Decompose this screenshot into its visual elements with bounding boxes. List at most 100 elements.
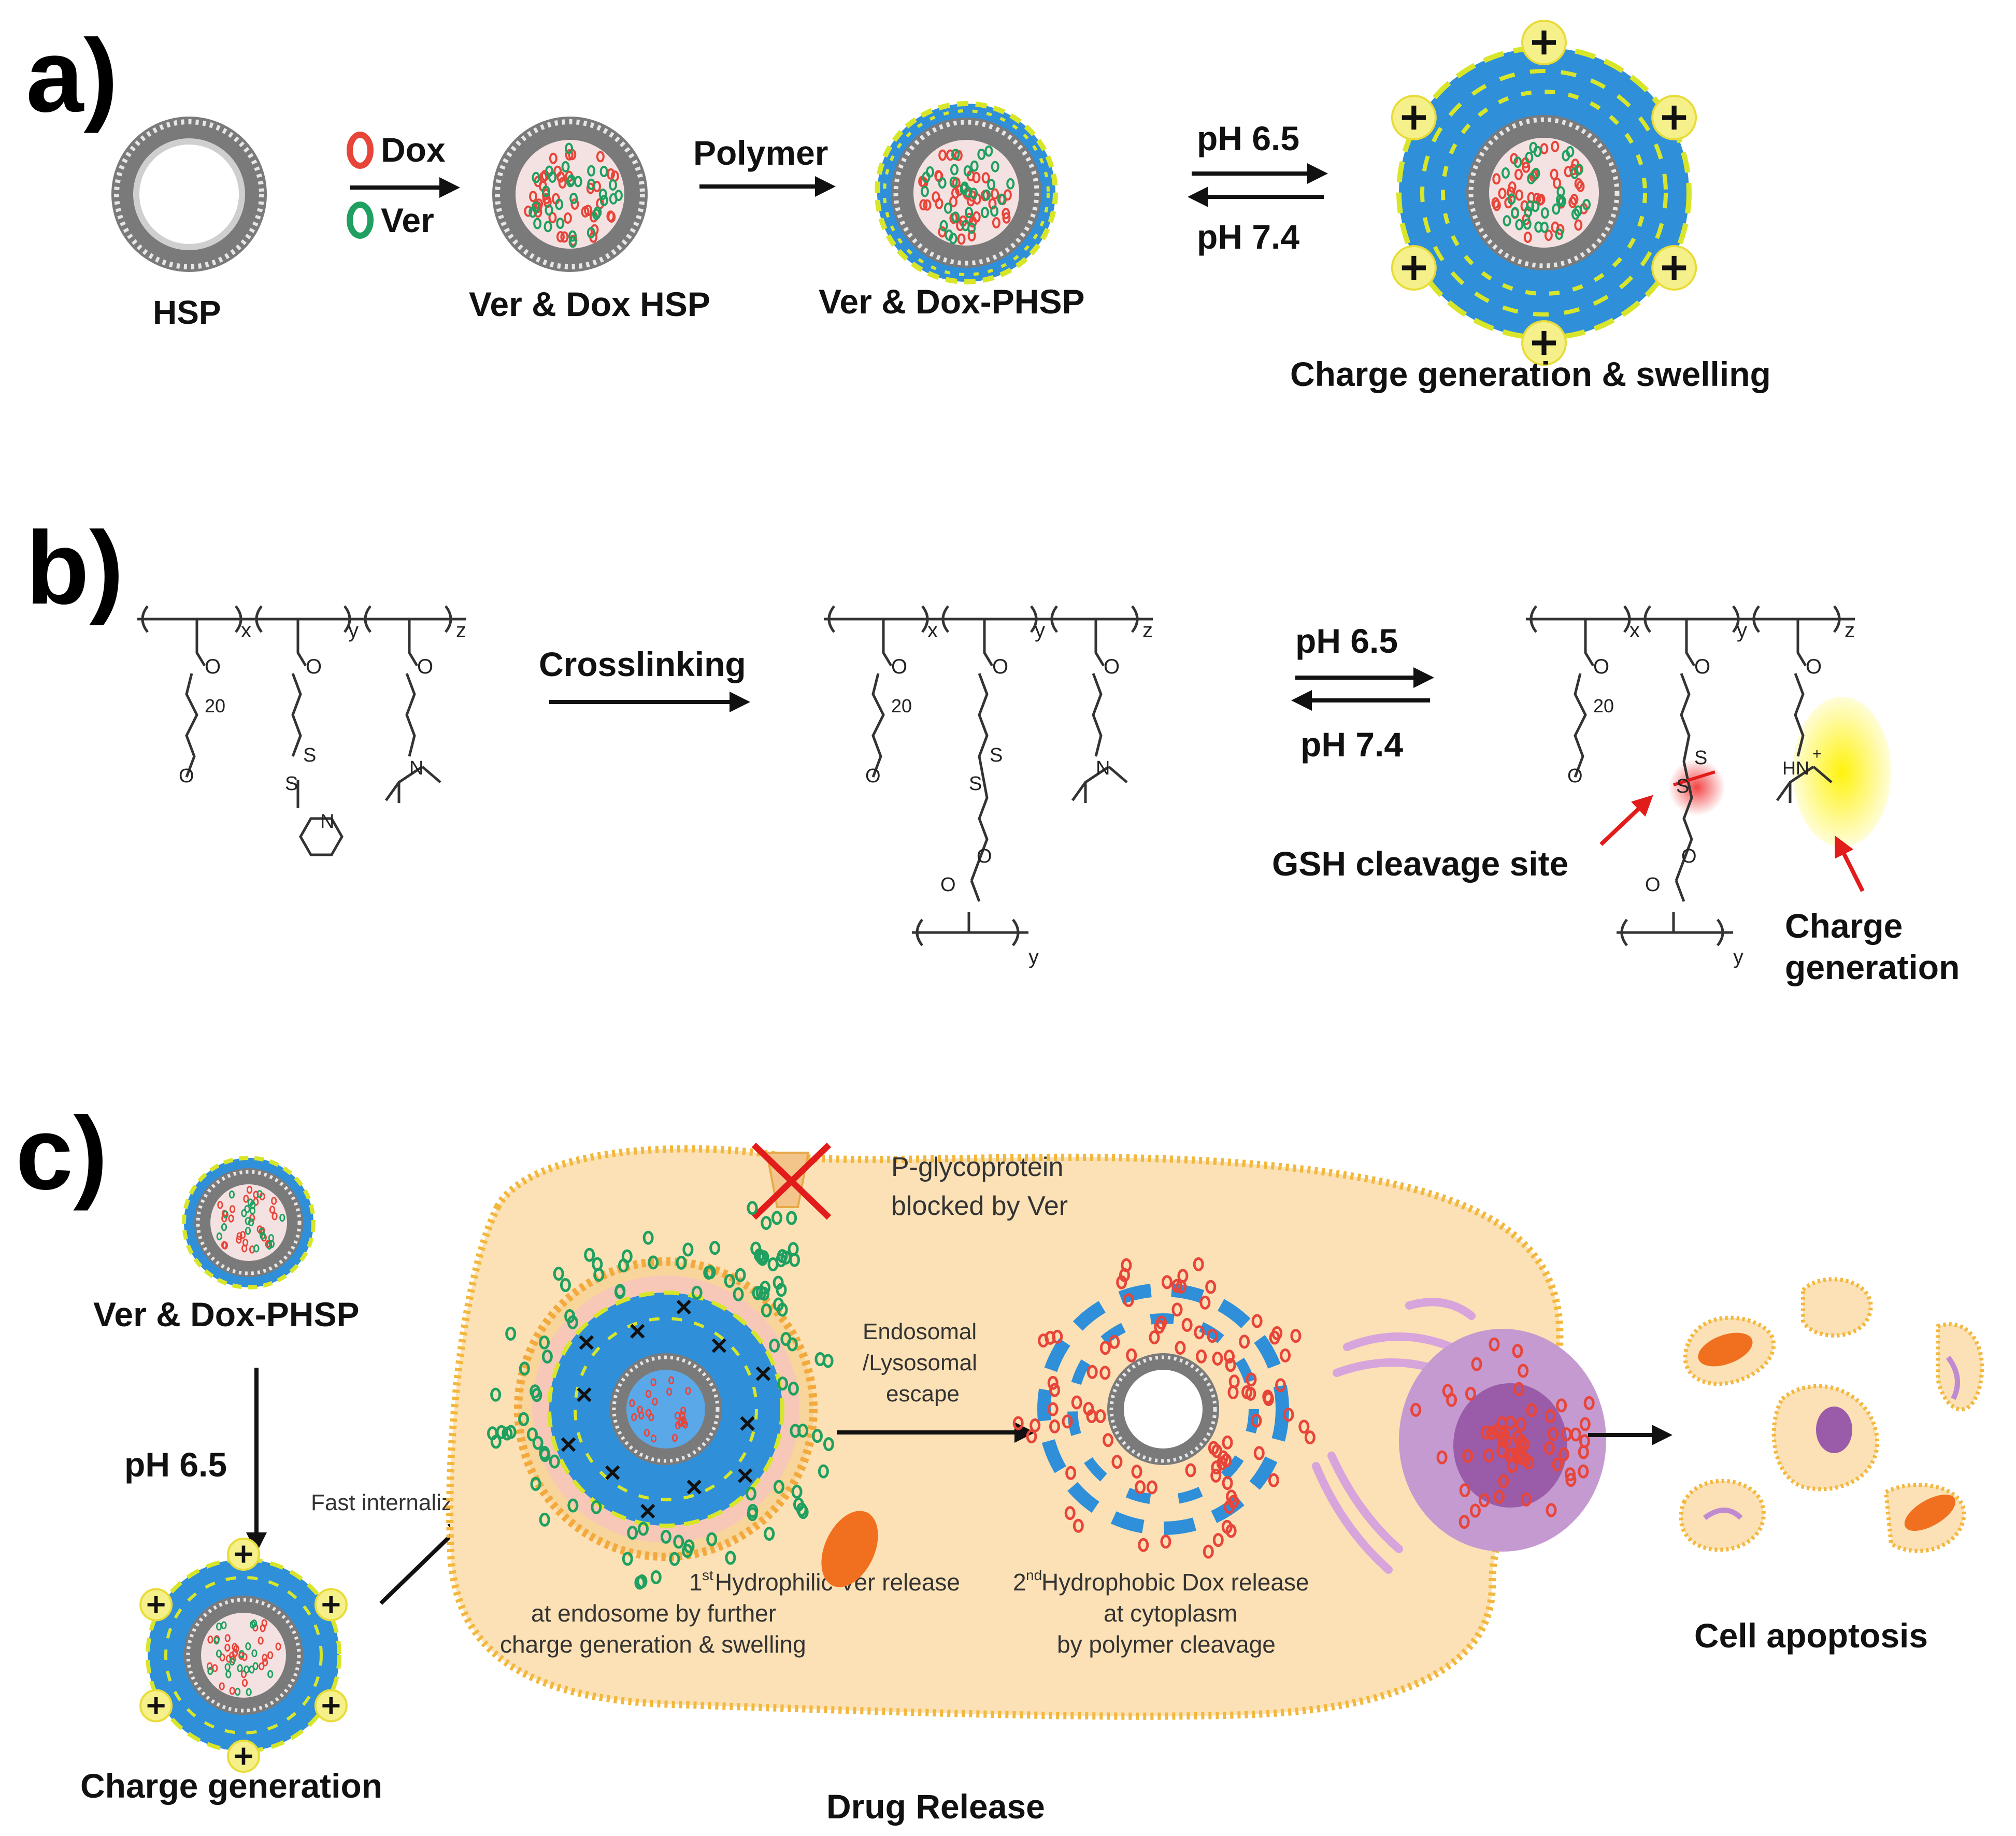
- dox-molecule: [1459, 1515, 1470, 1529]
- ver-molecule: [245, 1642, 251, 1651]
- atom-o-2c: O: [1104, 655, 1120, 678]
- arrow-gsh: [1599, 795, 1653, 846]
- dox-molecule: [935, 197, 943, 209]
- ver-molecule: [669, 1552, 680, 1566]
- dox-molecule: [1222, 1476, 1233, 1490]
- ver-molecule: [777, 1376, 789, 1391]
- panel-label-c: c): [16, 1096, 108, 1211]
- dox-molecule: [1498, 1474, 1509, 1488]
- atom-o-3f: O: [1681, 845, 1697, 867]
- ver-icon: [347, 202, 374, 239]
- ver-molecule: [530, 1476, 541, 1491]
- dox-molecule: [1462, 1448, 1474, 1463]
- dox-molecule: [1111, 1455, 1123, 1469]
- ver-molecule: [224, 1663, 231, 1671]
- positive-charge-icon: [1391, 95, 1437, 140]
- label-crosslinking: Crosslinking: [539, 645, 746, 683]
- dox-molecule: [241, 1244, 248, 1253]
- ver-molecule: [949, 176, 958, 188]
- charge-mark-icon: [561, 1437, 576, 1452]
- dox-molecule: [1514, 168, 1523, 180]
- dox-molecule: [1138, 1538, 1149, 1552]
- dox-molecule: [644, 1428, 650, 1437]
- ver-molecule: [634, 1575, 646, 1590]
- ver-molecule: [531, 1388, 542, 1402]
- dox-molecule: [1161, 1275, 1173, 1289]
- ver-molecule: [228, 1190, 235, 1199]
- dox-molecule: [1521, 1492, 1532, 1507]
- ver-molecule: [252, 1662, 259, 1670]
- polymer-structure-1: [137, 605, 466, 856]
- dox-molecule: [1181, 1317, 1193, 1332]
- ver-molecule: [1006, 178, 1015, 190]
- dox-molecule: [1574, 219, 1583, 231]
- ver-molecule: [248, 1218, 254, 1227]
- dox-molecule: [271, 1212, 278, 1221]
- ver-molecule: [249, 1620, 256, 1629]
- ver-molecule: [599, 166, 608, 178]
- dox-molecule: [570, 198, 579, 210]
- arrow-charge: [1835, 835, 1865, 892]
- label-c-ph: pH 6.5: [124, 1445, 227, 1484]
- dox-molecule: [1491, 197, 1500, 209]
- ver-molecule: [574, 176, 582, 188]
- ver-molecule: [587, 227, 595, 239]
- dox-molecule: [1047, 1402, 1059, 1416]
- sub-y-3: y: [1737, 619, 1747, 642]
- ver-molecule: [1507, 193, 1516, 205]
- ver-molecule: [790, 1424, 801, 1438]
- ver-molecule: [1540, 207, 1549, 219]
- label-r1-l3: charge generation & swelling: [500, 1631, 806, 1658]
- atom-n-1a: N: [320, 811, 334, 833]
- dox-molecule: [1160, 1534, 1171, 1549]
- ver-molecule: [490, 1387, 502, 1402]
- dox-molecule: [1507, 187, 1515, 198]
- ver-molecule: [951, 211, 960, 223]
- ver-molecule: [823, 1437, 834, 1452]
- ver-molecule: [216, 1232, 222, 1241]
- ver-molecule: [705, 1265, 716, 1280]
- dox-molecule: [1504, 1448, 1515, 1462]
- ver-molecule: [627, 1526, 638, 1540]
- ver-molecule: [599, 195, 608, 207]
- ver-molecule: [771, 1211, 782, 1225]
- ver-molecule: [591, 1500, 602, 1514]
- ver-molecule: [735, 1268, 746, 1282]
- dox-molecule: [666, 1387, 673, 1396]
- ver-molecule: [797, 1505, 809, 1519]
- ver-molecule: [682, 1544, 693, 1558]
- ver-molecule: [266, 1241, 273, 1250]
- dox-molecule: [240, 1231, 246, 1239]
- atom-s-3b: S: [1676, 776, 1689, 797]
- ver-molecule: [818, 1464, 829, 1479]
- dox-molecule: [1196, 1349, 1207, 1364]
- ver-molecule: [745, 1486, 756, 1501]
- golgi-apparatus: [1312, 1298, 1476, 1574]
- ver-molecule: [691, 1285, 703, 1300]
- atom-hn: HN: [1782, 757, 1809, 779]
- ver-molecule: [545, 165, 554, 177]
- atom-s-1a: S: [303, 744, 316, 766]
- ver-molecule: [1556, 194, 1565, 206]
- dox-molecule: [1471, 1357, 1482, 1371]
- dox-molecule: [1498, 1427, 1509, 1442]
- dox-molecule: [1489, 1337, 1500, 1352]
- dox-molecule: [991, 188, 999, 200]
- ver-molecule: [251, 1649, 258, 1658]
- dox-molecule: [1505, 1415, 1516, 1430]
- dox-molecule: [1522, 161, 1531, 173]
- label-endo-2: /Lysosomal: [863, 1350, 977, 1375]
- ver-molecule: [256, 1190, 263, 1198]
- ver-molecule: [758, 1250, 769, 1265]
- dox-molecule: [229, 1687, 235, 1695]
- dox-molecule: [1047, 1375, 1059, 1390]
- ver-molecule: [241, 1209, 247, 1217]
- dox-molecule: [1226, 1489, 1237, 1504]
- label-ver: Ver: [381, 201, 434, 239]
- ver-molecule: [970, 160, 979, 172]
- ver-molecule: [1540, 221, 1549, 233]
- dox-molecule: [1545, 1409, 1556, 1423]
- ver-molecule: [221, 1223, 227, 1231]
- sub-z-2: z: [1142, 619, 1153, 642]
- dox-molecule: [236, 1236, 242, 1244]
